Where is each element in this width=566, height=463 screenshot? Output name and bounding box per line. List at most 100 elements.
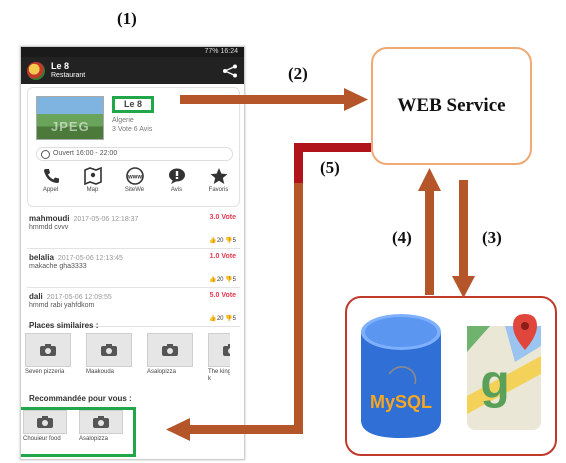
similar-places-title: Places similaires : — [29, 321, 99, 330]
action-row: Appel Map www SiteWe Avis Favoris — [32, 167, 237, 193]
svg-text:g: g — [480, 356, 509, 409]
step-label-4: (4) — [392, 228, 412, 247]
restaurant-photo: JPEG — [36, 96, 104, 140]
review-user: mahmoudi — [29, 214, 70, 223]
place-card[interactable]: Asalopizza — [147, 333, 193, 383]
call-label: Appel — [42, 187, 59, 193]
comment-icon — [168, 168, 185, 184]
website-button[interactable]: www SiteWe — [116, 167, 153, 193]
step-label-3: (3) — [482, 228, 502, 247]
www-icon: www — [125, 167, 144, 185]
map-button[interactable]: Map — [74, 167, 111, 193]
review-date: 2017-05-06 12:13:45 — [57, 255, 123, 262]
app-logo — [27, 61, 45, 80]
call-button[interactable]: Appel — [32, 167, 69, 193]
web-service-box: WEB Service — [371, 47, 532, 165]
step-label-2: (2) — [288, 64, 308, 83]
place-card[interactable]: The king snack — [208, 333, 230, 383]
review-reactions[interactable]: 👍20 👎5 — [209, 276, 236, 283]
app-subtitle: Restaurant — [51, 71, 86, 79]
phone-screenshot: 77% 16:24 Le 8 Restaurant JPEG Le 8 Alge… — [20, 46, 245, 460]
likes-count: 20 — [216, 238, 224, 244]
review-reactions[interactable]: 👍20 👎5 — [209, 237, 236, 244]
arrow-data-up — [418, 168, 441, 295]
opening-hours: Ouvert 16:00 - 22:00 — [36, 147, 233, 161]
status-bar: 77% 16:24 — [21, 47, 244, 57]
app-bar: Le 8 Restaurant — [21, 57, 244, 84]
similar-places-list: Seven pizzeria Maakouda Asalopizza The k… — [25, 333, 244, 383]
phone-icon — [41, 150, 50, 159]
step-label-5: (5) — [320, 158, 340, 177]
map-label: Map — [86, 187, 99, 193]
camera-icon — [93, 416, 109, 428]
reviews-button[interactable]: Avis — [158, 167, 195, 193]
recommended-list: Chouieur food Asalopizza — [23, 410, 135, 443]
likes-count: 20 — [216, 277, 224, 283]
thumbs-down-icon[interactable]: 👎 — [225, 277, 233, 283]
arrow-response — [166, 143, 371, 441]
google-maps-icon: g — [467, 314, 541, 430]
restaurant-votes: 3 Vote 6 Avis — [112, 126, 153, 133]
place-card[interactable]: Maakouda — [86, 333, 132, 383]
likes-count: 20 — [216, 316, 224, 322]
website-label: SiteWe — [124, 187, 145, 193]
recommended-title: Recommandée pour vous : — [29, 394, 132, 403]
dislikes-count: 5 — [232, 277, 236, 283]
review-vote: 1.0 Vote — [209, 253, 236, 260]
dislikes-count: 5 — [232, 238, 236, 244]
database-icon: MySQL — [361, 314, 441, 438]
place-name: Chouieur food — [23, 436, 61, 442]
place-name: Maakouda — [86, 369, 115, 375]
share-icon[interactable] — [222, 64, 238, 78]
svg-text:www: www — [126, 175, 141, 181]
opening-hours-text: Ouvert 16:00 - 22:00 — [53, 150, 118, 157]
data-sources-box: MySQL g — [345, 296, 557, 456]
camera-icon — [37, 416, 53, 428]
star-icon — [210, 168, 227, 184]
thumbs-up-icon[interactable]: 👍 — [209, 277, 217, 283]
review-date: 2017-05-06 12:09:55 — [46, 294, 112, 301]
place-card[interactable]: Seven pizzeria — [25, 333, 71, 383]
review-vote: 5.0 Vote — [209, 292, 236, 299]
review-user: belalia — [29, 253, 54, 262]
web-service-label: WEB Service — [397, 95, 506, 116]
camera-icon — [101, 344, 117, 356]
call-icon — [43, 169, 59, 183]
review-vote: 3.0 Vote — [209, 214, 236, 221]
place-card[interactable]: Asalopizza — [79, 410, 123, 443]
place-name: Asalopizza — [147, 369, 177, 375]
recommended-highlight — [21, 407, 136, 457]
restaurant-name-highlight: Le 8 — [112, 96, 154, 113]
review-date: 2017-05-06 12:18:37 — [73, 216, 139, 223]
step-label-1: (1) — [117, 9, 137, 28]
review-reactions[interactable]: 👍20 👎5 — [209, 315, 236, 322]
review-text: hmmd rabi yahfdkom — [29, 302, 95, 309]
arrow-query-down — [452, 180, 475, 298]
dislikes-count: 5 — [232, 316, 236, 322]
favorite-button[interactable]: Favoris — [200, 167, 237, 193]
review-user: dali — [29, 292, 43, 301]
place-card[interactable]: Chouieur food — [23, 410, 67, 443]
thumbs-up-icon[interactable]: 👍 — [209, 316, 217, 322]
arrow-request — [180, 88, 368, 111]
camera-icon — [162, 344, 178, 356]
thumbs-down-icon[interactable]: 👎 — [225, 238, 233, 244]
photo-watermark: JPEG — [51, 119, 90, 134]
review-text: hmmdd cvvv — [29, 224, 69, 231]
thumbs-down-icon[interactable]: 👎 — [225, 316, 233, 322]
place-name: Seven pizzeria — [25, 369, 65, 375]
place-name: Asalopizza — [79, 436, 109, 442]
restaurant-card: JPEG Le 8 Algerie 3 Vote 6 Avis Ouvert 1… — [27, 87, 240, 207]
restaurant-country: Algerie — [112, 117, 134, 124]
reviews-label: Avis — [170, 187, 183, 193]
review-text: makache gha3333 — [29, 263, 87, 270]
map-icon — [83, 167, 102, 185]
database-label: MySQL — [370, 392, 432, 412]
camera-icon — [223, 344, 230, 356]
camera-icon — [40, 344, 56, 356]
thumbs-up-icon[interactable]: 👍 — [209, 238, 217, 244]
